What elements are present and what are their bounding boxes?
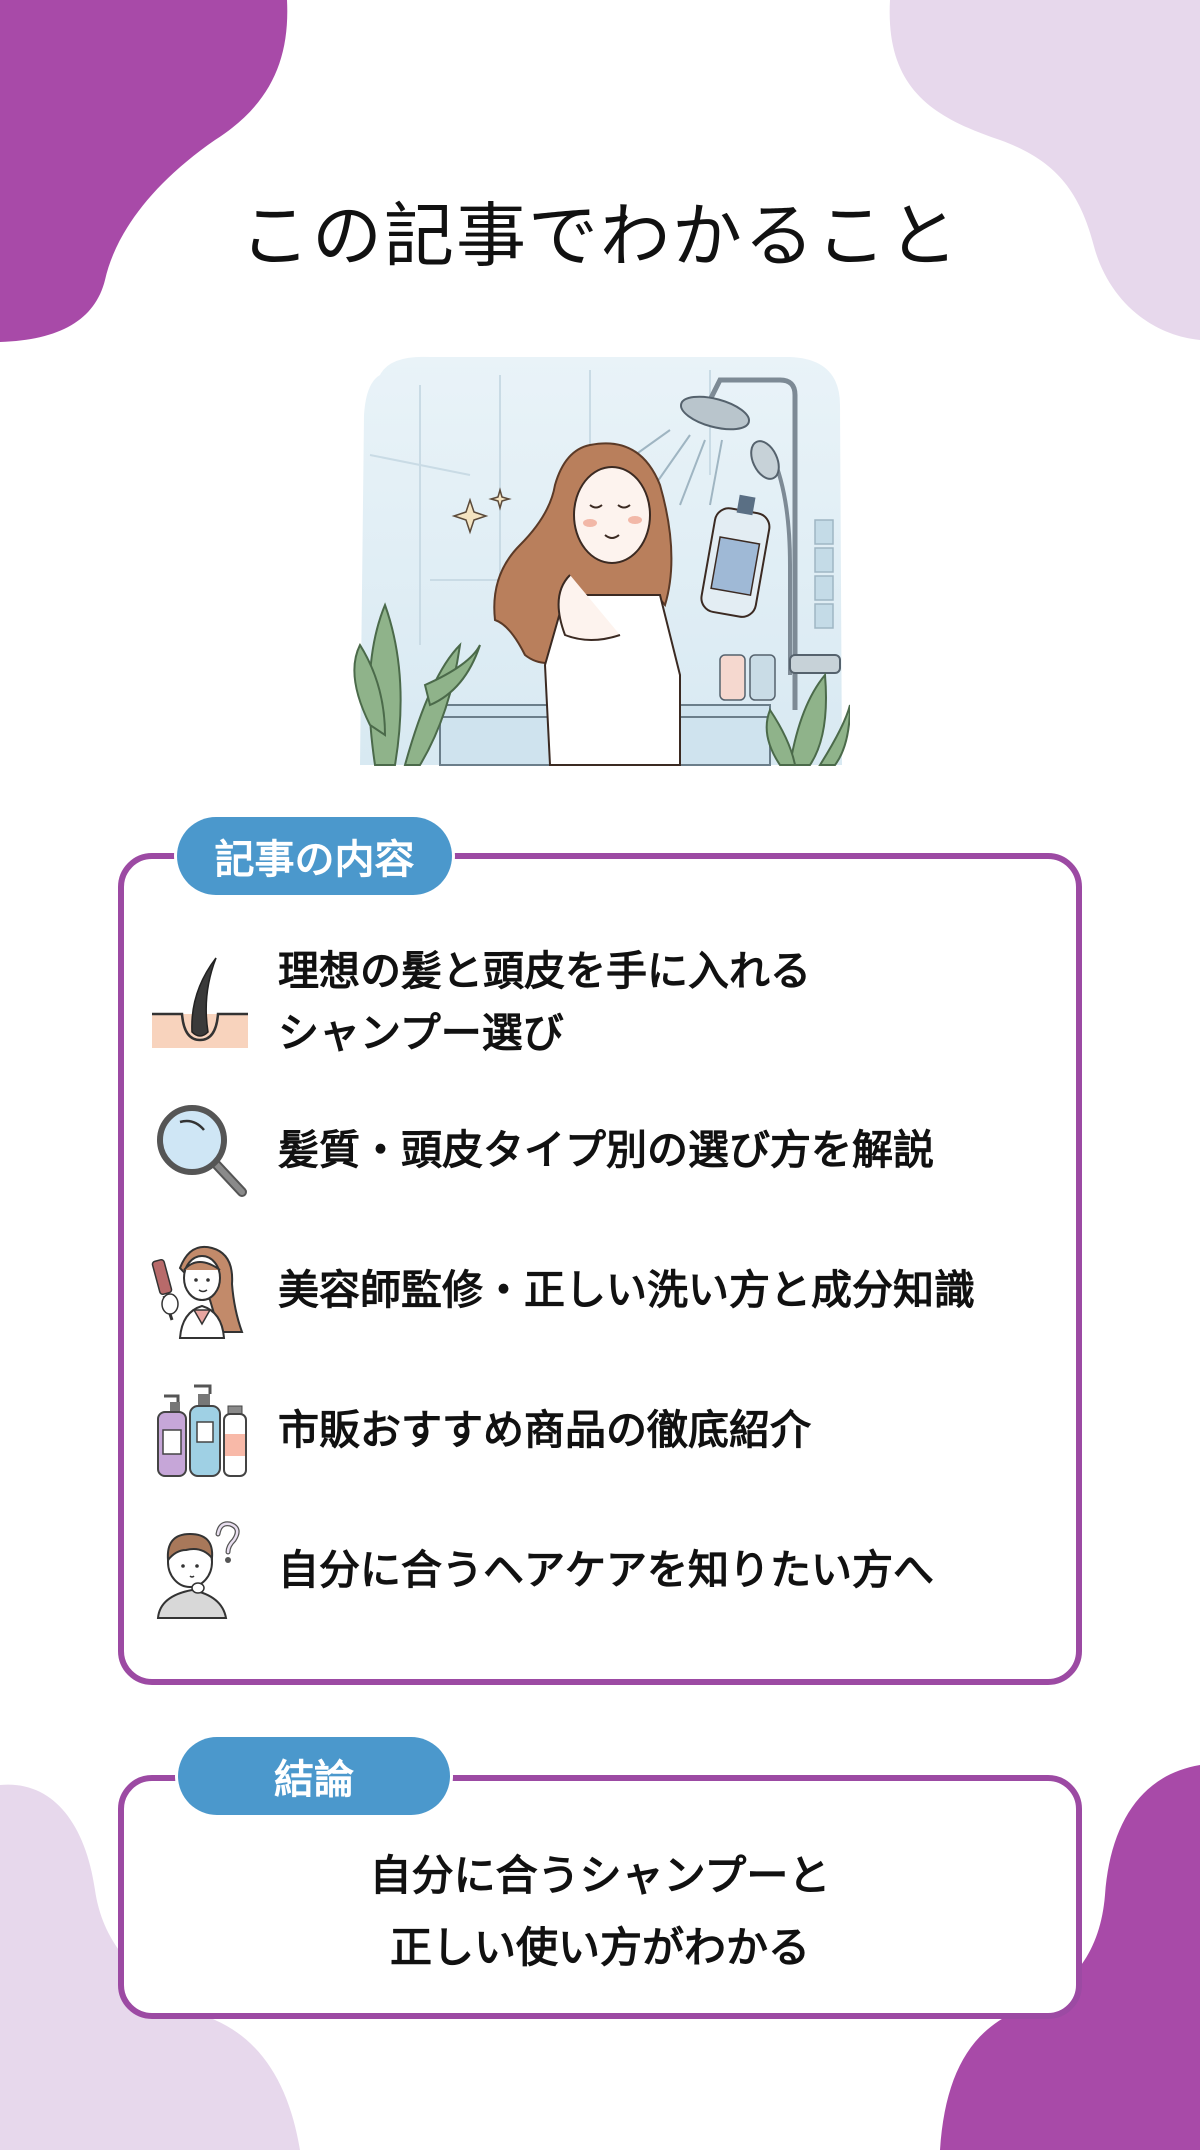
list-item: 美容師監修・正しい洗い方と成分知識 xyxy=(150,1240,975,1340)
conclusion-text: 自分に合うシャンプーと 正しい使い方がわかる xyxy=(118,1840,1082,1984)
conclusion-label-badge: 結論 xyxy=(178,1737,450,1815)
page-title: この記事でわかること xyxy=(240,195,960,277)
corner-blob-bottom-right xyxy=(940,1765,1200,2150)
contents-label-badge: 記事の内容 xyxy=(177,817,452,895)
list-item: 理想の髪と頭皮を手に入れる シャンプー選び xyxy=(150,940,811,1064)
thinking-person-icon xyxy=(150,1520,250,1620)
item-text-line: 市販おすすめ商品の徹底紹介 xyxy=(278,1406,811,1454)
corner-blob-bottom-left xyxy=(0,1780,300,2150)
item-text-line: 理想の髪と頭皮を手に入れる xyxy=(278,947,811,995)
list-item: 髪質・頭皮タイプ別の選び方を解説 xyxy=(150,1100,934,1200)
conclusion-line: 自分に合うシャンプーと xyxy=(369,1851,831,1900)
item-text-line: 自分に合うヘアケアを知りたい方へ xyxy=(278,1546,934,1594)
item-text-line: 髪質・頭皮タイプ別の選び方を解説 xyxy=(278,1126,934,1174)
conclusion-line: 正しい使い方がわかる xyxy=(389,1923,810,1972)
corner-blob-top-left xyxy=(0,0,300,345)
item-text-line: 美容師監修・正しい洗い方と成分知識 xyxy=(278,1266,975,1314)
hero-illustration xyxy=(350,345,850,775)
list-item: 市販おすすめ商品の徹底紹介 xyxy=(150,1380,811,1480)
corner-blob-top-right xyxy=(880,0,1200,345)
magnifying-glass-icon xyxy=(150,1100,250,1200)
list-item: 自分に合うヘアケアを知りたい方へ xyxy=(150,1520,934,1620)
contents-card xyxy=(118,853,1082,1685)
conclusion-card xyxy=(118,1775,1082,2019)
shampoo-bottles-icon xyxy=(150,1380,250,1480)
item-text-line: シャンプー選び xyxy=(278,1009,564,1057)
hair-follicle-icon xyxy=(150,952,250,1052)
hairstylist-icon xyxy=(150,1240,250,1340)
